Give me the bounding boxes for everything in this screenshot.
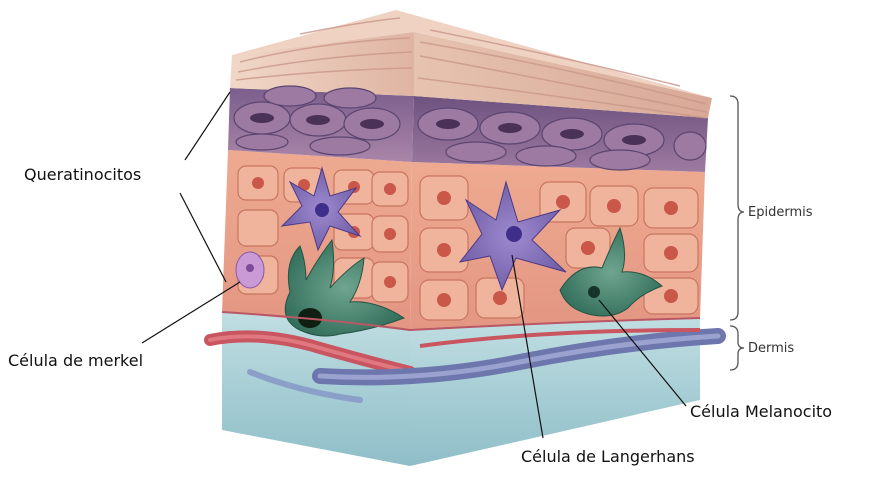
label-celula-langerhans: Célula de Langerhans — [521, 447, 695, 466]
merkel-cell — [236, 252, 264, 288]
label-celula-merkel: Célula de merkel — [8, 351, 143, 370]
label-celula-melanocito: Célula Melanocito — [690, 402, 832, 421]
dermis-bracket — [730, 326, 744, 370]
label-epidermis: Epidermis — [748, 205, 813, 220]
melanocyte-side-nucleus — [588, 286, 600, 298]
label-queratinocitos: Queratinocitos — [24, 165, 141, 184]
label-dermis: Dermis — [748, 341, 794, 356]
epidermis-bracket — [730, 96, 744, 320]
